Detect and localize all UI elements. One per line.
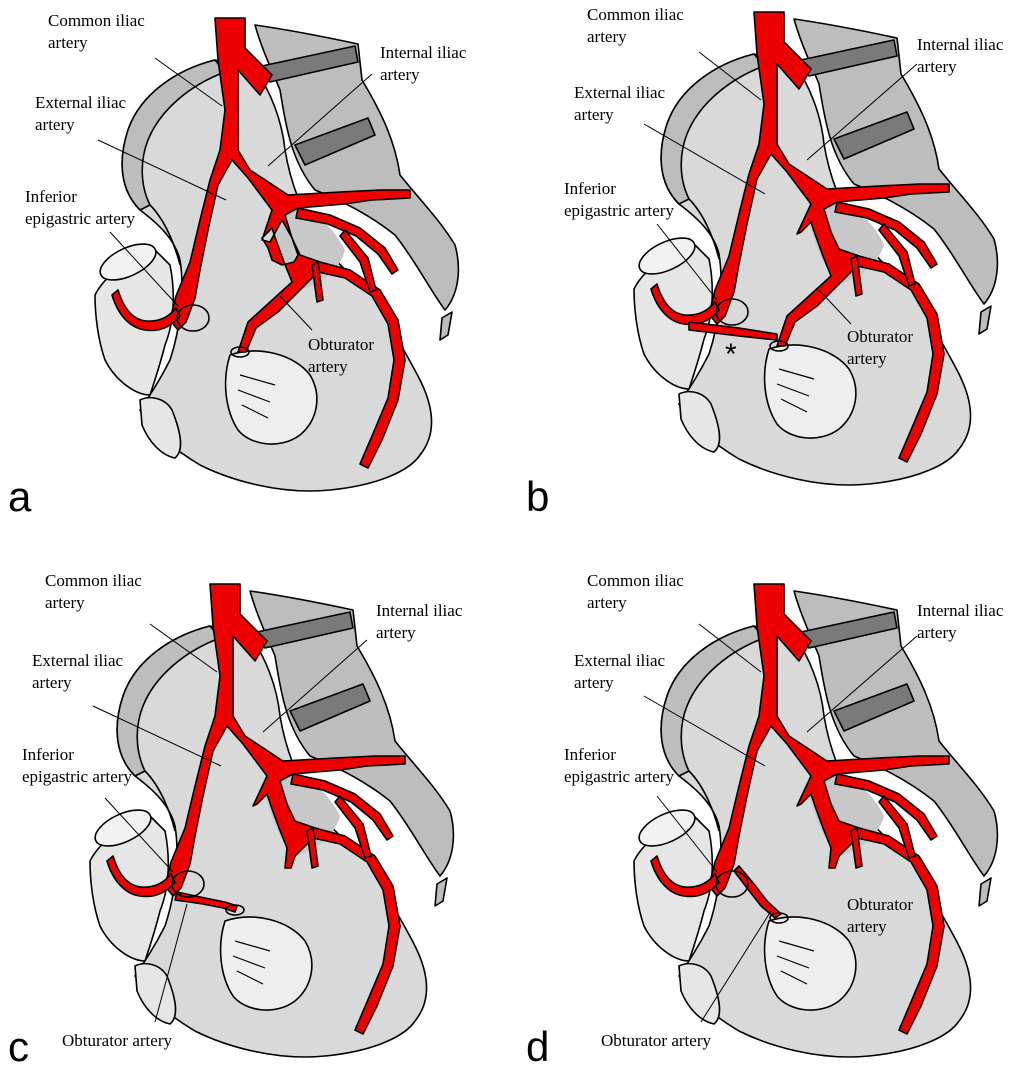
panel-letter: b xyxy=(526,476,549,518)
panel-letter: c xyxy=(8,1026,29,1068)
panel-letter: a xyxy=(8,476,31,518)
label-obturator: Obturator artery xyxy=(62,1030,172,1052)
label-obturator: Obturator artery xyxy=(601,1030,711,1052)
pelvis-illustration xyxy=(509,0,1017,536)
asterisk-marker: * xyxy=(725,340,737,370)
panel-letter: d xyxy=(526,1026,549,1068)
